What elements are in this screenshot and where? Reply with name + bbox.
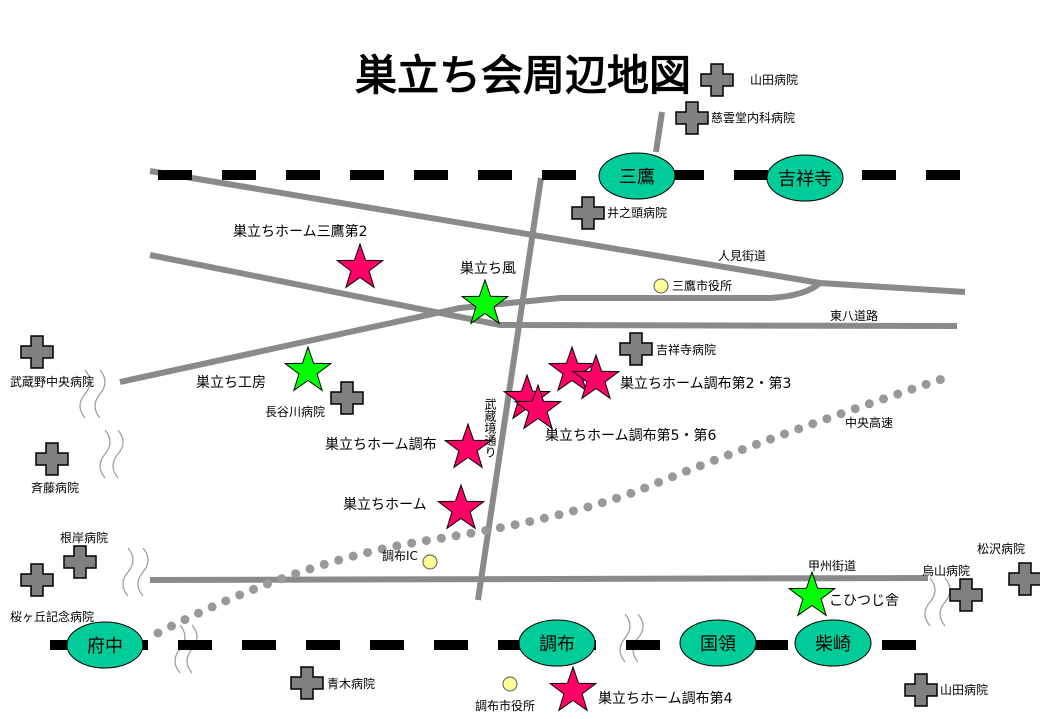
landmark-dot-icon xyxy=(502,676,518,692)
landmark-chofu-city-hall: 調布市役所 xyxy=(475,676,535,713)
hospital-cross-icon xyxy=(330,381,364,415)
hospital-cross-icon xyxy=(675,101,709,135)
road-label-chuo: 中央高速 xyxy=(845,415,893,430)
hospital-yamada-north: 山田病院 xyxy=(700,63,798,97)
hospital-cross-icon xyxy=(949,578,983,612)
landmark-label: 調布市役所 xyxy=(475,698,535,713)
star-icon xyxy=(437,484,485,529)
facility-label: 巣立ち風 xyxy=(460,261,516,277)
station-label: 国領 xyxy=(700,634,736,655)
hospital-label: 烏山病院 xyxy=(922,563,970,578)
hospital-sakuragaoka: 桜ヶ丘記念病院 xyxy=(10,563,94,624)
star-icon xyxy=(572,354,620,399)
hospital-label: 山田病院 xyxy=(940,682,988,697)
station-label: 府中 xyxy=(87,636,123,657)
station-label: 吉祥寺 xyxy=(778,169,832,190)
hospital-matsuzawa: 松沢病院 xyxy=(977,541,1040,596)
facility-home-chofu-4[interactable]: 巣立ちホーム調布第4 xyxy=(549,666,733,711)
facility-kohitsujisha[interactable]: こひつじ舎 xyxy=(788,571,899,616)
hospital-cross-icon xyxy=(571,196,605,230)
river-waves xyxy=(79,369,951,674)
hospital-cross-icon xyxy=(20,335,54,369)
hospital-label: 山田病院 xyxy=(750,72,798,87)
station-kichijoji[interactable]: 吉祥寺 xyxy=(766,154,844,202)
hospital-label: 武蔵野中央病院 xyxy=(10,374,94,389)
facility-label: 巣立ちホーム xyxy=(343,497,427,513)
facility-label: 巣立ちホーム調布第2・第3 xyxy=(620,375,791,392)
station-mitaka[interactable]: 三鷹 xyxy=(598,152,676,200)
hospital-karasuyama: 烏山病院 xyxy=(922,563,983,612)
facility-sudachi-kobo[interactable]: 巣立ち工房 xyxy=(196,346,332,391)
hospital-cross-icon xyxy=(619,332,653,366)
map-title: 巣立ち会周辺地図 xyxy=(355,51,691,100)
landmark-label: 調布IC xyxy=(382,549,418,563)
station-fuchu[interactable]: 府中 xyxy=(66,621,144,669)
road-label-hitomi: 人見街道 xyxy=(718,249,766,263)
landmark-label: 三鷹市役所 xyxy=(672,278,732,293)
hospital-label: 長谷川病院 xyxy=(265,404,325,419)
facility-label: 巣立ちホーム調布 xyxy=(325,437,437,453)
hospital-cross-icon xyxy=(35,442,69,476)
facility-home[interactable]: 巣立ちホーム xyxy=(343,484,485,529)
star-icon xyxy=(284,346,332,391)
road-tohachi xyxy=(149,252,958,329)
hospital-hasegawa: 長谷川病院 xyxy=(265,381,364,419)
landmark-mitaka-city-hall: 三鷹市役所 xyxy=(653,278,732,294)
landmark-dot-icon xyxy=(653,278,669,294)
hospital-jiundo: 慈雲堂内科病院 xyxy=(675,101,795,135)
facility-sudachi-kaze[interactable]: 巣立ち風 xyxy=(460,261,516,324)
hospital-label: 吉祥寺病院 xyxy=(656,342,716,357)
star-icon xyxy=(549,666,597,711)
hospital-musashino-chuo: 武蔵野中央病院 xyxy=(10,335,94,389)
landmark-chofu-ic: 調布IC xyxy=(382,549,438,570)
station-label: 三鷹 xyxy=(619,166,655,188)
hospital-cross-icon xyxy=(904,673,938,707)
landmark-dot-icon xyxy=(422,554,438,570)
facility-home-chofu-2-3[interactable]: 巣立ちホーム調布第2・第3 xyxy=(548,346,791,399)
road-chuo-expressway xyxy=(153,373,950,638)
facility-home-mitaka-2[interactable]: 巣立ちホーム三鷹第2 xyxy=(233,223,384,288)
facility-home-chofu-5-6[interactable]: 巣立ちホーム調布第5・第6 xyxy=(503,374,716,444)
road-mitaka-north xyxy=(653,111,665,153)
facility-label: 巣立ちホーム三鷹第2 xyxy=(233,223,368,240)
hospital-label: 青木病院 xyxy=(327,676,375,691)
hospital-label: 斉藤病院 xyxy=(31,480,79,495)
hospital-saito: 斉藤病院 xyxy=(31,442,79,495)
hospital-label: 井之頭病院 xyxy=(607,205,667,220)
hospital-cross-icon xyxy=(63,545,97,579)
hospital-label: 慈雲堂内科病院 xyxy=(711,110,795,125)
hospital-label: 桜ヶ丘記念病院 xyxy=(10,609,94,624)
station-label: 柴崎 xyxy=(815,634,851,655)
hospital-label: 松沢病院 xyxy=(977,541,1025,556)
road-label-koshu: 甲州街道 xyxy=(808,559,856,573)
hospital-inokashira: 井之頭病院 xyxy=(571,196,667,230)
station-chofu[interactable]: 調布 xyxy=(518,619,596,667)
roads xyxy=(119,111,966,638)
facility-label: 巣立ちホーム調布第4 xyxy=(598,690,733,707)
hospital-aoki: 青木病院 xyxy=(290,666,375,700)
road-label-musashisakai: 武蔵境通り xyxy=(483,398,497,458)
facility-label: こひつじ舎 xyxy=(829,593,899,609)
star-icon xyxy=(336,243,384,288)
hospital-cross-icon xyxy=(1008,562,1040,596)
hospital-negishi: 根岸病院 xyxy=(60,530,108,579)
station-label: 調布 xyxy=(539,634,575,655)
road-label-tohachi: 東八道路 xyxy=(830,308,878,323)
road-curve xyxy=(119,280,822,385)
hospital-cross-icon xyxy=(290,666,324,700)
hospital-cross-icon xyxy=(700,63,734,97)
hospital-yamada-south: 山田病院 xyxy=(904,673,988,707)
facility-label: 巣立ちホーム調布第5・第6 xyxy=(545,427,716,444)
hospital-label: 根岸病院 xyxy=(60,530,108,545)
hospital-cross-icon xyxy=(20,563,54,597)
station-kokuryo[interactable]: 国領 xyxy=(679,619,757,667)
facility-home-chofu[interactable]: 巣立ちホーム調布 xyxy=(325,423,492,468)
hospital-kichijoji: 吉祥寺病院 xyxy=(619,332,716,366)
facility-label: 巣立ち工房 xyxy=(196,375,266,391)
station-shibasaki[interactable]: 柴崎 xyxy=(794,619,872,667)
